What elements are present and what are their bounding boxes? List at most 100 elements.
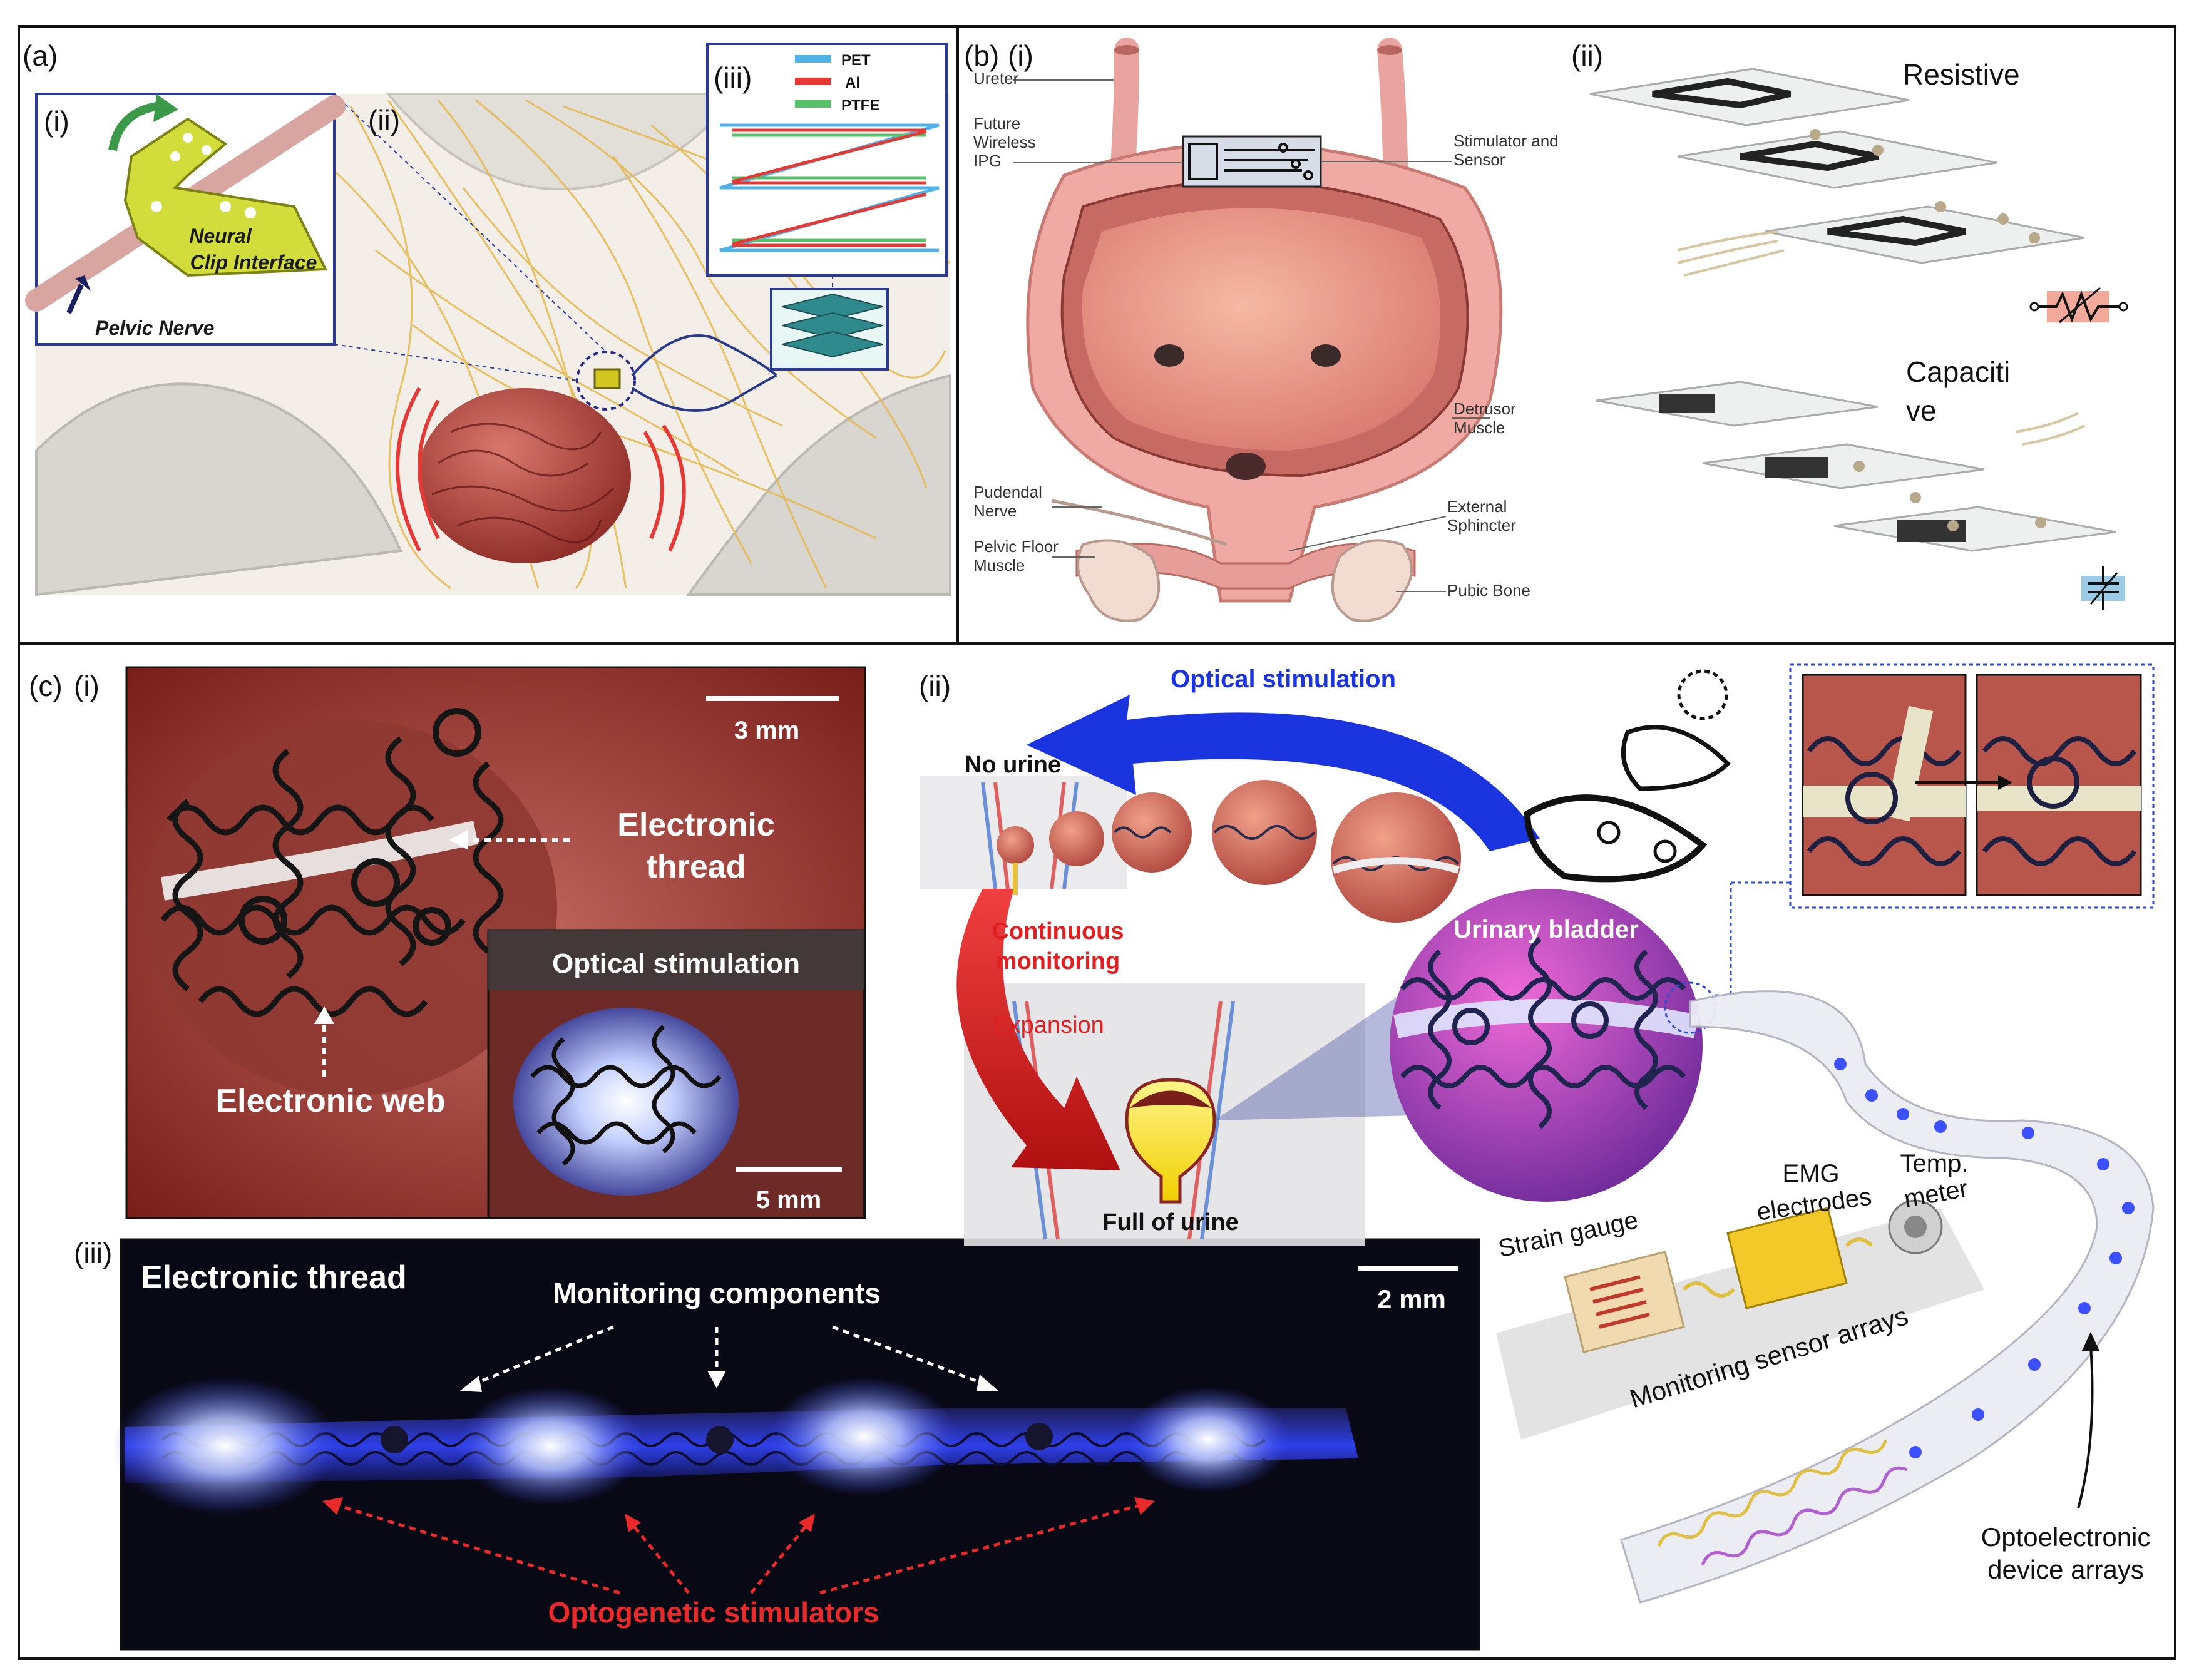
stimulator-traces (1188, 143, 1315, 180)
clip-location-marker (576, 351, 636, 411)
panel-a-sub-ii: (ii) (368, 104, 400, 136)
monitoring-node (381, 1426, 408, 1453)
opto-pointer-arrow (2077, 1345, 2094, 1509)
thread-title: Electronic thread (141, 1259, 407, 1296)
monitoring-node (706, 1426, 734, 1453)
callout-ipg-1: Future (973, 114, 1020, 133)
temp-label-2: meter (1902, 1175, 1970, 1213)
pelvis-bone-shape (35, 382, 402, 597)
callout-ipg-3: IPG (973, 151, 1002, 170)
thread-body (125, 1408, 1358, 1483)
callout-pelvic-floor-1: Pelvic Floor (973, 537, 1059, 556)
device-stack-layers (782, 293, 883, 358)
capacitive-label-1: Capaciti (1906, 356, 2010, 388)
optical-stimulation-arrow (1027, 695, 1540, 851)
clip-device (593, 368, 621, 389)
callout-pubic: Pubic Bone (1447, 581, 1530, 600)
vibration-arc-left-outer (396, 387, 421, 552)
pubic-bone-right (1331, 539, 1413, 622)
emg-label-1: EMG (1782, 1160, 1839, 1187)
optical-stim-inset-title: Optical stimulation (552, 948, 800, 979)
clip-lead-wire-2 (631, 374, 777, 412)
led-glow (113, 1377, 338, 1515)
electronic-web-label: Electronic web (216, 1083, 446, 1119)
panel-a: Neural Clip Interface Pelvic Nerve PET A… (23, 39, 951, 597)
panel-b-label: (b) (964, 39, 999, 72)
legend-pet: PET (841, 52, 871, 69)
optical-stim-title-bar (488, 930, 864, 990)
bladder-web-rings (1452, 1001, 1609, 1045)
inset-clip-pointer-bottom (334, 344, 578, 381)
zoom-thread-left (1803, 786, 1966, 817)
nerve-pointer-arrowhead (75, 275, 91, 291)
callout-ipg-2: Wireless (973, 133, 1036, 151)
bladder-texture (431, 423, 615, 543)
continuous-monitoring-arrow (956, 889, 1120, 1170)
device-ribbon (1620, 990, 2155, 1604)
led-glow (457, 1386, 645, 1505)
callout-stim-1: Stimulator and (1453, 131, 1559, 150)
panel-b: Ureter Future Wireless IPG Stimulator an… (964, 38, 2128, 622)
zoom-inset-traces (1807, 736, 2137, 866)
monitoring-components-label: Monitoring components (553, 1277, 881, 1309)
no-urine-label: No urine (965, 752, 1061, 778)
legend-swatch-ptfe (795, 100, 831, 108)
resistive-sensor-stack (1589, 68, 2085, 277)
photo-electronic-web: 3 mm Electronic thread Electronic web Op… (125, 666, 866, 1219)
web-exploded-icons (1524, 669, 1731, 883)
ureter-orifice-left (1154, 344, 1184, 367)
strain-gauge-device (1564, 1251, 1685, 1353)
zoom-inset-frame (1789, 663, 2155, 909)
bladder-stage-empty (997, 826, 1034, 864)
layer-zigzag (719, 123, 940, 252)
callout-sphincter-1: External (1447, 497, 1507, 516)
optical-stimulation-label: Optical stimulation (1171, 665, 1396, 693)
legend-swatch-al (795, 78, 831, 85)
clip-lead-wire (631, 334, 777, 377)
contraction-label: Contraction (1235, 738, 1356, 764)
ureter-left-opening (1114, 45, 1139, 55)
temp-label-1: Temp. (1900, 1150, 1969, 1177)
pelvic-nerve-label: Pelvic Nerve (95, 317, 214, 339)
clip-holes (151, 133, 256, 218)
inset-clip-pointer-top (334, 93, 607, 352)
web-rings (238, 708, 481, 946)
urinary-bladder-sphere (1390, 889, 1703, 1202)
monitoring-pointers (475, 1325, 983, 1385)
opto-pointer-arrowhead (2082, 1332, 2099, 1351)
callout-pudendal-2: Nerve (973, 501, 1017, 520)
bladder-icon (418, 388, 631, 563)
panel-b-sub-ii: (ii) (1571, 39, 1603, 72)
capacitive-label-2: ve (1906, 394, 1937, 427)
panel-c-label: (c) (29, 670, 63, 702)
stimulator-pointers (337, 1503, 1140, 1595)
rotate-arrow-icon (108, 102, 158, 151)
panel-a-sub-i: (i) (44, 105, 69, 138)
panel-c-sub-iii: (iii) (74, 1237, 112, 1269)
sacrum-shape (385, 93, 742, 191)
panel-a-sub-iii: (iii) (714, 61, 752, 94)
callout-pelvic-floor-2: Muscle (973, 556, 1025, 575)
optogenetic-stimulators-label: Optogenetic stimulators (548, 1596, 879, 1629)
scale-2mm: 2 mm (1377, 1284, 1446, 1314)
continuous-monitoring-label-1: Continuous (992, 918, 1124, 945)
ureter-orifice-right (1311, 344, 1341, 367)
vibration-arc-left (418, 399, 440, 540)
electronic-thread-label-1: Electronic (617, 807, 774, 843)
emg-electrodes-device (1726, 1207, 1848, 1309)
full-of-urine-label: Full of urine (1102, 1209, 1238, 1236)
stimulator-pointer-heads (322, 1497, 1155, 1532)
vibration-arc-right (643, 431, 664, 540)
electronic-web-icon (160, 736, 504, 1017)
resistor-icon (2029, 287, 2128, 324)
nerve-pointer-arrow (66, 284, 84, 314)
ribbon-led-glows (1834, 1058, 2135, 1458)
callout-detrusor-2: Muscle (1453, 418, 1505, 437)
electronic-thread-strip (161, 821, 478, 901)
urethra-orifice (1226, 453, 1266, 480)
bladder-web-traces (1400, 936, 1686, 1129)
zoom-ring-left (1845, 772, 1898, 824)
callout-stim-2: Sensor (1453, 150, 1505, 169)
callout-sphincter-2: Sphincter (1447, 516, 1516, 535)
